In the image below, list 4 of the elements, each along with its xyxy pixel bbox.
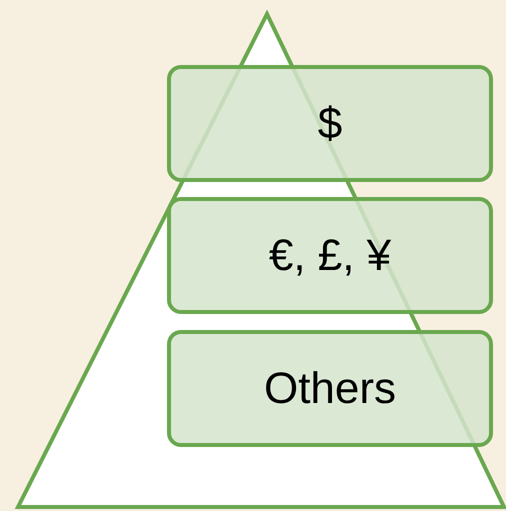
tier-box bbox=[167, 65, 493, 182]
tier-label: $ bbox=[318, 98, 342, 148]
tier-label: Others bbox=[264, 364, 396, 414]
tier-label: €, £, ¥ bbox=[268, 230, 392, 280]
